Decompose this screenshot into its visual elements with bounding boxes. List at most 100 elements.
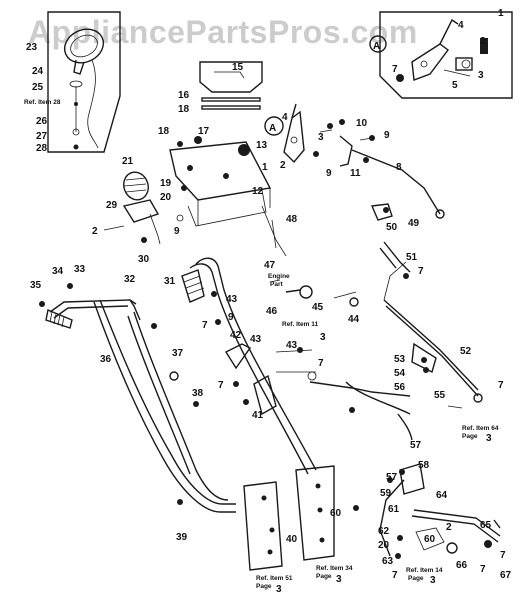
label-13: 13 bbox=[256, 140, 268, 151]
part-number-labels: 1 2 3 4 5 7 23 24 25 Ref. Item 28 26 27 … bbox=[24, 8, 512, 595]
label-45: 45 bbox=[312, 302, 324, 313]
label-3-main: 3 bbox=[318, 132, 324, 143]
label-ref-item-64: Ref. Item 64 bbox=[462, 425, 499, 432]
headlight-lamp-icon bbox=[63, 28, 105, 150]
label-17: 17 bbox=[198, 126, 210, 137]
label-60-left: 60 bbox=[330, 508, 342, 519]
handle-right-tube bbox=[127, 311, 229, 501]
bottom-left-bracket bbox=[243, 481, 283, 571]
label-7-lower: 7 bbox=[318, 358, 324, 369]
label-56: 56 bbox=[394, 382, 406, 393]
svg-text:A: A bbox=[373, 41, 380, 52]
middle-linkage bbox=[224, 205, 413, 441]
label-23: 23 bbox=[26, 42, 38, 53]
label-61: 61 bbox=[388, 504, 400, 515]
label-page-34: Page bbox=[316, 573, 332, 580]
label-5: 5 bbox=[452, 80, 458, 91]
label-ref-item-51: Ref. Item 51 bbox=[256, 575, 293, 582]
label-page-64: Page bbox=[462, 433, 478, 440]
label-11: 11 bbox=[350, 168, 361, 179]
control-panel-frame bbox=[169, 61, 272, 227]
label-40: 40 bbox=[286, 534, 298, 545]
label-28: 28 bbox=[36, 143, 48, 154]
label-36: 36 bbox=[100, 354, 112, 365]
label-10: 10 bbox=[356, 118, 368, 129]
label-engine: Engine bbox=[268, 273, 290, 280]
label-7-far: 7 bbox=[498, 380, 504, 391]
handle-right-upper bbox=[181, 257, 317, 475]
label-page-14-num: 3 bbox=[430, 575, 436, 586]
label-ref-item-34: Ref. Item 34 bbox=[316, 565, 353, 572]
callout-a-inset: A bbox=[373, 41, 380, 52]
label-page-34-num: 3 bbox=[336, 574, 342, 585]
detail-a-assembly bbox=[369, 18, 488, 82]
label-4-main: 4 bbox=[282, 112, 288, 123]
label-44: 44 bbox=[348, 314, 360, 325]
label-31: 31 bbox=[164, 276, 176, 287]
label-9-mid2: 9 bbox=[228, 312, 234, 323]
label-30: 30 bbox=[138, 254, 150, 265]
label-7-right: 7 bbox=[418, 266, 424, 277]
label-29: 29 bbox=[106, 200, 118, 211]
label-52: 52 bbox=[460, 346, 472, 357]
label-3-right: 3 bbox=[320, 332, 326, 343]
label-2: 2 bbox=[480, 36, 486, 47]
label-2-left: 2 bbox=[92, 226, 98, 237]
label-46: 46 bbox=[266, 306, 278, 317]
label-54: 54 bbox=[394, 368, 406, 379]
label-47: 47 bbox=[264, 260, 276, 271]
label-27: 27 bbox=[36, 131, 48, 142]
label-9-top: 9 bbox=[384, 130, 390, 141]
label-18: 18 bbox=[158, 126, 170, 137]
inset-headlight bbox=[47, 11, 121, 153]
label-24: 24 bbox=[32, 66, 44, 77]
label-50: 50 bbox=[386, 222, 398, 233]
label-35: 35 bbox=[30, 280, 42, 291]
label-66: 66 bbox=[456, 560, 468, 571]
label-37: 37 bbox=[172, 348, 184, 359]
label-18-bar: 18 bbox=[178, 104, 190, 115]
label-4: 4 bbox=[458, 20, 464, 31]
inset-detail-a bbox=[379, 11, 513, 99]
label-43-right: 43 bbox=[286, 340, 298, 351]
label-engine-part: Part bbox=[270, 281, 283, 288]
label-7-inset: 7 bbox=[392, 64, 398, 75]
work-light-icon bbox=[103, 171, 184, 245]
handle-left-tube bbox=[93, 299, 236, 513]
label-8: 8 bbox=[396, 162, 402, 173]
label-62: 62 bbox=[378, 526, 390, 537]
label-page-64-num: 3 bbox=[486, 433, 492, 444]
label-ref-item-28: Ref. Item 28 bbox=[24, 99, 61, 106]
label-16: 16 bbox=[178, 90, 190, 101]
label-48: 48 bbox=[286, 214, 298, 225]
label-55: 55 bbox=[434, 390, 446, 401]
label-33: 33 bbox=[74, 264, 86, 275]
label-51: 51 bbox=[406, 252, 418, 263]
label-page-14: Page bbox=[408, 575, 424, 582]
label-53: 53 bbox=[394, 354, 406, 365]
label-39: 39 bbox=[176, 532, 188, 543]
label-20: 20 bbox=[160, 192, 172, 203]
watermark-text: AppliancePartsPros.com bbox=[28, 14, 418, 50]
right-shaft bbox=[370, 203, 483, 409]
bottom-right-linkage bbox=[379, 463, 501, 559]
label-7-left2: 7 bbox=[218, 380, 224, 391]
label-9-left: 9 bbox=[174, 226, 180, 237]
label-ref-item-14: Ref. Item 14 bbox=[406, 567, 443, 574]
label-20-bottom: 20 bbox=[378, 540, 390, 551]
label-7-bottom-right: 7 bbox=[500, 550, 506, 561]
handle-left-upper bbox=[45, 299, 141, 329]
label-19: 19 bbox=[160, 178, 172, 189]
label-25: 25 bbox=[32, 82, 44, 93]
label-7-bottom: 7 bbox=[392, 570, 398, 581]
label-43-top: 43 bbox=[226, 294, 238, 305]
fasteners bbox=[39, 119, 429, 511]
label-42: 42 bbox=[230, 330, 242, 341]
label-38: 38 bbox=[192, 388, 204, 399]
label-1-main: 1 bbox=[262, 162, 268, 173]
label-15: 15 bbox=[232, 62, 244, 73]
label-64: 64 bbox=[436, 490, 448, 501]
label-57-left: 57 bbox=[386, 472, 398, 483]
label-32: 32 bbox=[124, 274, 136, 285]
